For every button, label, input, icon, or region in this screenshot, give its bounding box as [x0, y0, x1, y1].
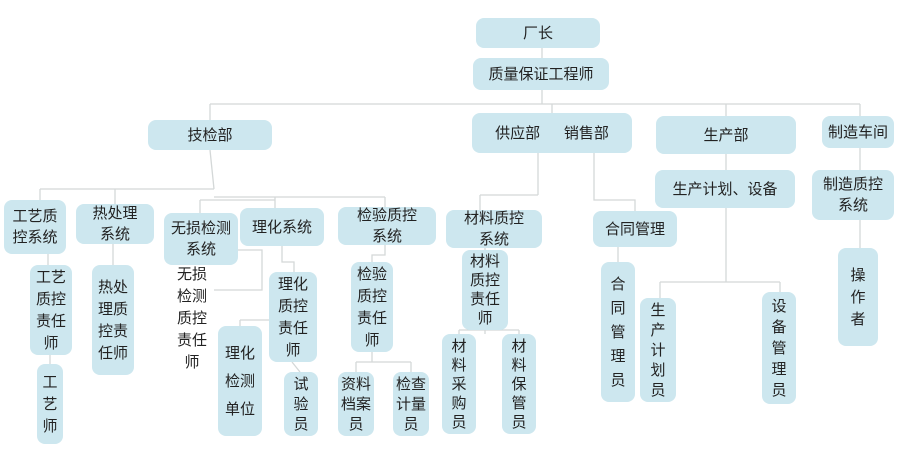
node-contract-manager: 合 同 管 理 员 [601, 262, 635, 402]
node-material-keeper: 材 料 保 管 员 [502, 334, 536, 434]
node-material-qc-engineer: 材料 质控 责任 师 [462, 250, 508, 330]
node-ndt-system: 无损检测 系统 [164, 213, 238, 265]
node-process-qc-system: 工艺质 控系统 [4, 200, 66, 254]
node-ndt-qc-engineer: 无损 检测 质控 责任 师 [176, 265, 207, 371]
node-production-dept: 生产部 [656, 116, 796, 154]
node-operator: 操 作 者 [838, 248, 878, 346]
node-equipment-manager: 设 备 管 理 员 [762, 292, 796, 404]
node-inspection-qc-system: 检验质控 系统 [338, 206, 436, 245]
node-contract-management: 合同管理 [593, 211, 677, 247]
node-material-purchaser: 材 料 采 购 员 [442, 334, 476, 434]
node-process-qc-engineer: 工艺 质控 责任 师 [30, 265, 72, 355]
node-tech-inspection-dept: 技检部 [148, 120, 272, 150]
node-inspection-qc-engineer: 检验 质控 责任 师 [351, 262, 393, 352]
node-physchem-system: 理化系统 [240, 208, 324, 246]
node-manufacturing-qc-system: 制造质控 系统 [812, 170, 894, 220]
node-metrology-inspector: 检查 计量 员 [393, 372, 429, 436]
node-physchem-test-unit: 理化 检测 单位 [218, 326, 262, 436]
node-production-planner: 生 产 计 划 员 [640, 298, 676, 402]
node-material-qc-system: 材料质控 系统 [446, 209, 542, 248]
node-archivist: 资料 档案 员 [338, 372, 374, 436]
node-process-engineer: 工 艺 师 [37, 364, 63, 444]
node-heat-treatment-system: 热处理 系统 [76, 204, 154, 244]
node-qa-engineer: 质量保证工程师 [473, 58, 609, 90]
node-heat-treatment-qc-engineer: 热处 理质 控责 任师 [92, 265, 134, 375]
connector-path [39, 48, 861, 373]
node-physchem-qc-engineer: 理化 质控 责任 师 [269, 272, 317, 362]
node-production-plan-equipment: 生产计划、设备 [655, 170, 795, 208]
node-manufacturing-workshop: 制造车间 [822, 116, 894, 148]
node-factory-director: 厂长 [476, 18, 600, 48]
node-tester: 试 验 员 [284, 372, 318, 436]
node-supply-sales-dept: 供应部 销售部 [472, 113, 632, 153]
